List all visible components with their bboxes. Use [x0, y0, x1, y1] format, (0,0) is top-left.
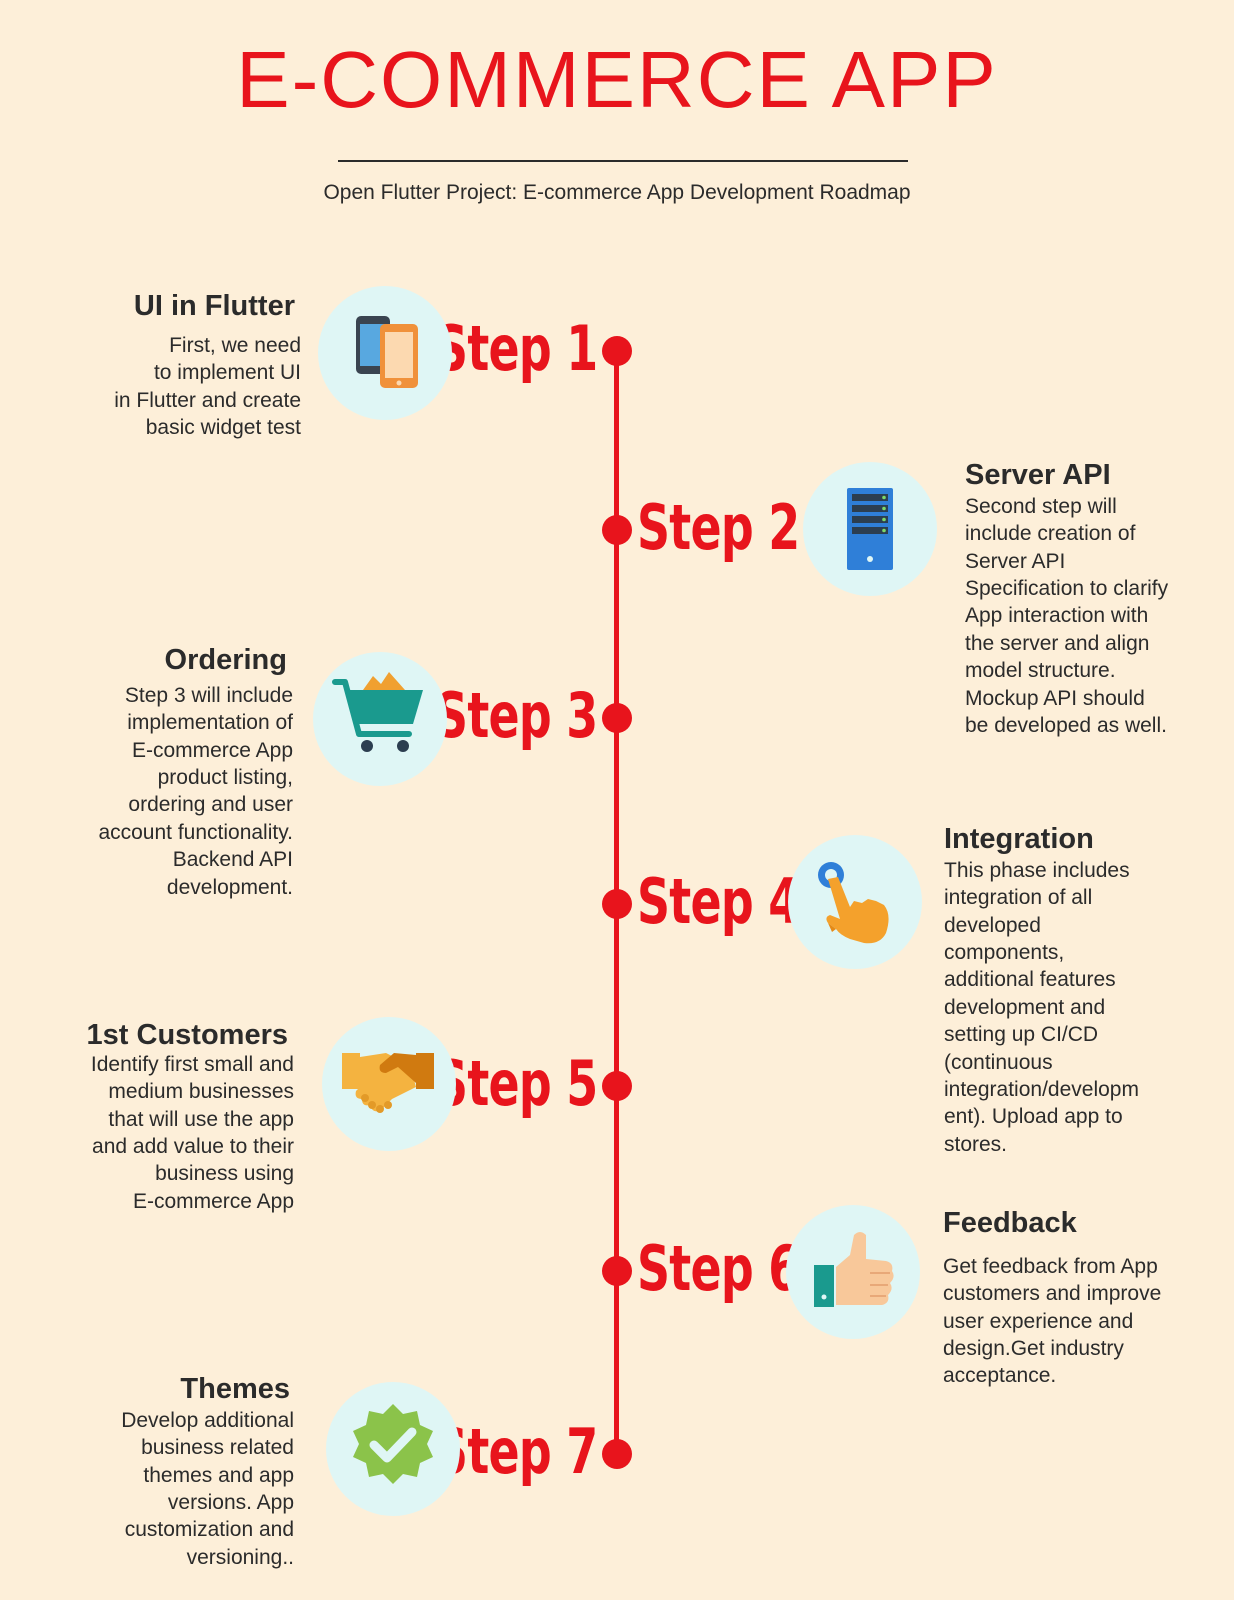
step-5-label: Step 5 — [434, 1047, 598, 1120]
timeline-dot-step-2 — [602, 515, 632, 545]
timeline-dot-step-1 — [602, 336, 632, 366]
step-6-text-block: Feedback Get feedback from App customers… — [943, 1206, 1223, 1390]
step-4-text-block: Integration This phase includes integrat… — [944, 822, 1214, 1158]
step-7-label: Step 7 — [434, 1415, 598, 1488]
step-5-title: 1st Customers — [86, 1019, 288, 1051]
step-6-icon-circle — [786, 1205, 920, 1339]
step-5-description: Identify first small and medium business… — [90, 1052, 294, 1213]
timeline-dot-step-6 — [602, 1256, 632, 1286]
page-title: E-COMMERCE APP — [236, 35, 998, 124]
step-3-description: Step 3 will include implementation of E-… — [98, 683, 293, 899]
step-5-text-block: 1st Customers Identify first small and m… — [0, 1018, 294, 1215]
timeline-dot-step-7 — [602, 1439, 632, 1469]
step-2-description: Second step will include creation of Ser… — [965, 494, 1169, 738]
pointing-hand-icon — [818, 862, 889, 944]
step-1-icon-circle — [318, 286, 452, 420]
step-7-icon-circle — [326, 1382, 460, 1516]
step-3-text-block: Ordering Step 3 will include implementat… — [7, 643, 293, 901]
step-1-title: UI in Flutter — [133, 290, 295, 322]
timeline-dot-step-5 — [602, 1071, 632, 1101]
step-1-label: Step 1 — [434, 312, 598, 385]
step-2-title: Server API — [965, 459, 1111, 491]
step-6-description: Get feedback from App customers and impr… — [943, 1254, 1162, 1388]
smartphone-icon — [356, 316, 418, 388]
step-4-icon-circle — [788, 835, 922, 969]
timeline-dot-step-3 — [602, 703, 632, 733]
timeline-dot-step-4 — [602, 889, 632, 919]
step-4-label: Step 4 — [637, 865, 800, 938]
step-4-description: This phase includes integration of all d… — [944, 858, 1139, 1156]
step-5-icon-circle — [322, 1017, 456, 1151]
title-divider — [338, 160, 908, 162]
step-1-text-block: UI in Flutter First, we need to implemen… — [0, 289, 301, 441]
step-7-description: Develop additional business related them… — [121, 1408, 294, 1569]
page-subtitle: Open Flutter Project: E-commerce App Dev… — [323, 181, 911, 204]
step-3-label: Step 3 — [434, 679, 598, 752]
step-4-title: Integration — [944, 823, 1094, 855]
step-2-icon-circle — [803, 462, 937, 596]
step-6-title: Feedback — [943, 1207, 1077, 1239]
step-6-label: Step 6 — [637, 1232, 800, 1305]
shopping-cart-icon — [332, 672, 423, 752]
step-7-title: Themes — [180, 1373, 290, 1405]
thumbs-up-icon — [814, 1232, 894, 1307]
step-3-icon-circle — [313, 652, 447, 786]
step-2-text-block: Server API Second step will include crea… — [965, 458, 1225, 739]
check-badge-icon — [353, 1404, 433, 1484]
handshake-icon — [342, 1053, 434, 1113]
step-7-text-block: Themes Develop additional business relat… — [10, 1372, 294, 1571]
step-1-description: First, we need to implement UI in Flutte… — [114, 333, 301, 440]
server-icon — [847, 488, 893, 570]
step-2-label: Step 2 — [637, 491, 800, 564]
step-3-title: Ordering — [164, 644, 287, 676]
